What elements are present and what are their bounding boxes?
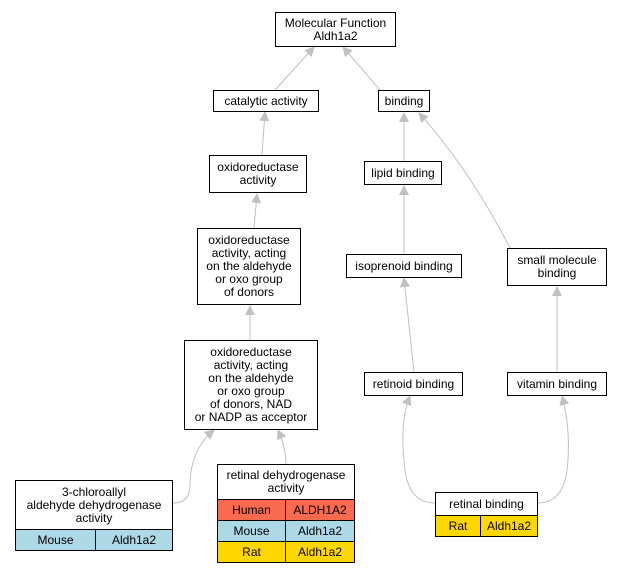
edge-retinalbinding-to-retinoid [401,395,436,504]
edge-catalytic-to-root [274,46,315,91]
node-lipid-binding[interactable]: lipid binding [364,161,442,185]
species-cell: Rat [435,516,481,537]
edge-retinalbinding-to-vitamin [537,395,570,504]
species-cell: Mouse [15,530,96,551]
edge-smallmol-to-binding [418,112,511,249]
species-cell: Mouse [217,521,286,542]
node-oxidoreductase-activity[interactable]: oxidoreductase activity [209,155,307,193]
gene-cell: ALDH1A2 [286,500,355,521]
table-row-rat: Rat Aldh1a2 [217,542,355,563]
gene-cell: Aldh1a2 [286,521,355,542]
edge-binding-to-root [342,46,381,91]
node-retinoid-binding[interactable]: retinoid binding [364,372,463,396]
table-title: retinal binding [435,492,538,516]
gene-cell: Aldh1a2 [286,542,355,563]
gene-cell: Aldh1a2 [481,516,538,537]
node-catalytic-activity[interactable]: catalytic activity [213,90,319,112]
table-row-mouse: Mouse Aldh1a2 [217,521,355,542]
table-title: retinal dehydrogenase activity [217,464,355,500]
table-row-mouse: Mouse Aldh1a2 [15,530,173,551]
edge-aldehyde-to-oxidoreductase [251,193,262,229]
species-cell: Rat [217,542,286,563]
node-vitamin-binding[interactable]: vitamin binding [507,372,607,396]
edge-retinoid-to-isoprenoid [399,277,415,373]
node-oxidoreductase-nad[interactable]: oxidoreductase activity, acting on the a… [184,340,318,430]
edge-oxidoreductase-to-catalytic [259,111,270,156]
node-retinal-binding[interactable]: retinal binding Rat Aldh1a2 [435,492,538,537]
species-cell: Human [217,500,286,521]
edge-retinaldh-to-nad [277,429,287,465]
gene-cell: Aldh1a2 [96,530,173,551]
table-row-rat: Rat Aldh1a2 [435,516,538,537]
table-row-human: Human ALDH1A2 [217,500,355,521]
node-molecular-function-root[interactable]: Molecular Function Aldh1a2 [275,12,396,47]
node-binding[interactable]: binding [378,90,430,112]
table-title: 3-chloroallyl aldehyde dehydrogenase act… [15,480,173,530]
node-isoprenoid-binding[interactable]: isoprenoid binding [346,254,462,278]
node-retinal-dehydrogenase-activity[interactable]: retinal dehydrogenase activity Human ALD… [217,464,355,563]
node-3-chloroallyl-aldehyde-dehydrogenase[interactable]: 3-chloroallyl aldehyde dehydrogenase act… [15,480,173,551]
edge-chloroallyl-to-nad [172,429,215,504]
node-oxidoreductase-aldehyde[interactable]: oxidoreductase activity, acting on the a… [197,228,301,305]
node-small-molecule-binding[interactable]: small molecule binding [507,248,607,286]
